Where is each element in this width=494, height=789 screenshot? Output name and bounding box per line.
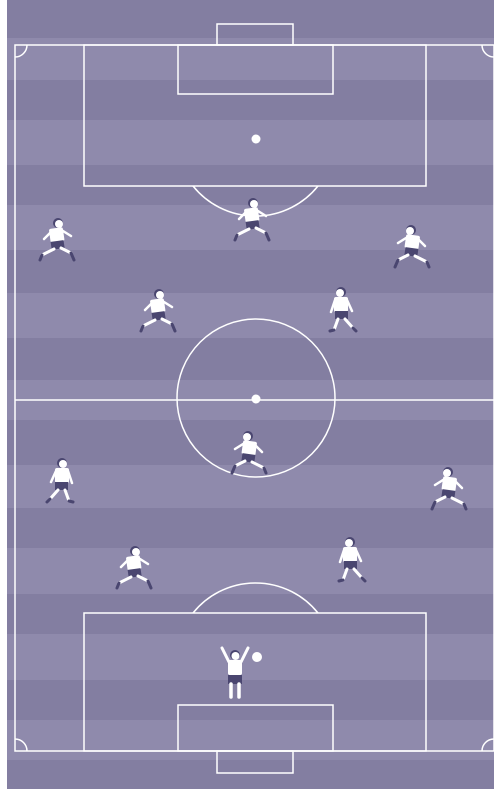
pitch-stripes xyxy=(7,0,494,789)
pitch-stripe xyxy=(7,594,494,634)
pitch-stripe xyxy=(7,338,494,380)
pitch-stripe xyxy=(7,760,494,789)
pitch-stripe xyxy=(7,508,494,548)
ball-icon xyxy=(252,652,262,662)
top-penalty-spot xyxy=(252,135,261,144)
pitch-stripe xyxy=(7,0,494,38)
pitch-stripe xyxy=(7,720,494,760)
pitch-stripe xyxy=(7,634,494,680)
center-spot xyxy=(252,395,261,404)
pitch-stripe xyxy=(7,293,494,338)
pitch-stripe xyxy=(7,120,494,165)
pitch-stripe xyxy=(7,250,494,293)
pitch-stripe xyxy=(7,548,494,594)
pitch-stripe xyxy=(7,80,494,120)
pitch-stripe xyxy=(7,680,494,720)
pitch-stripe xyxy=(7,465,494,508)
